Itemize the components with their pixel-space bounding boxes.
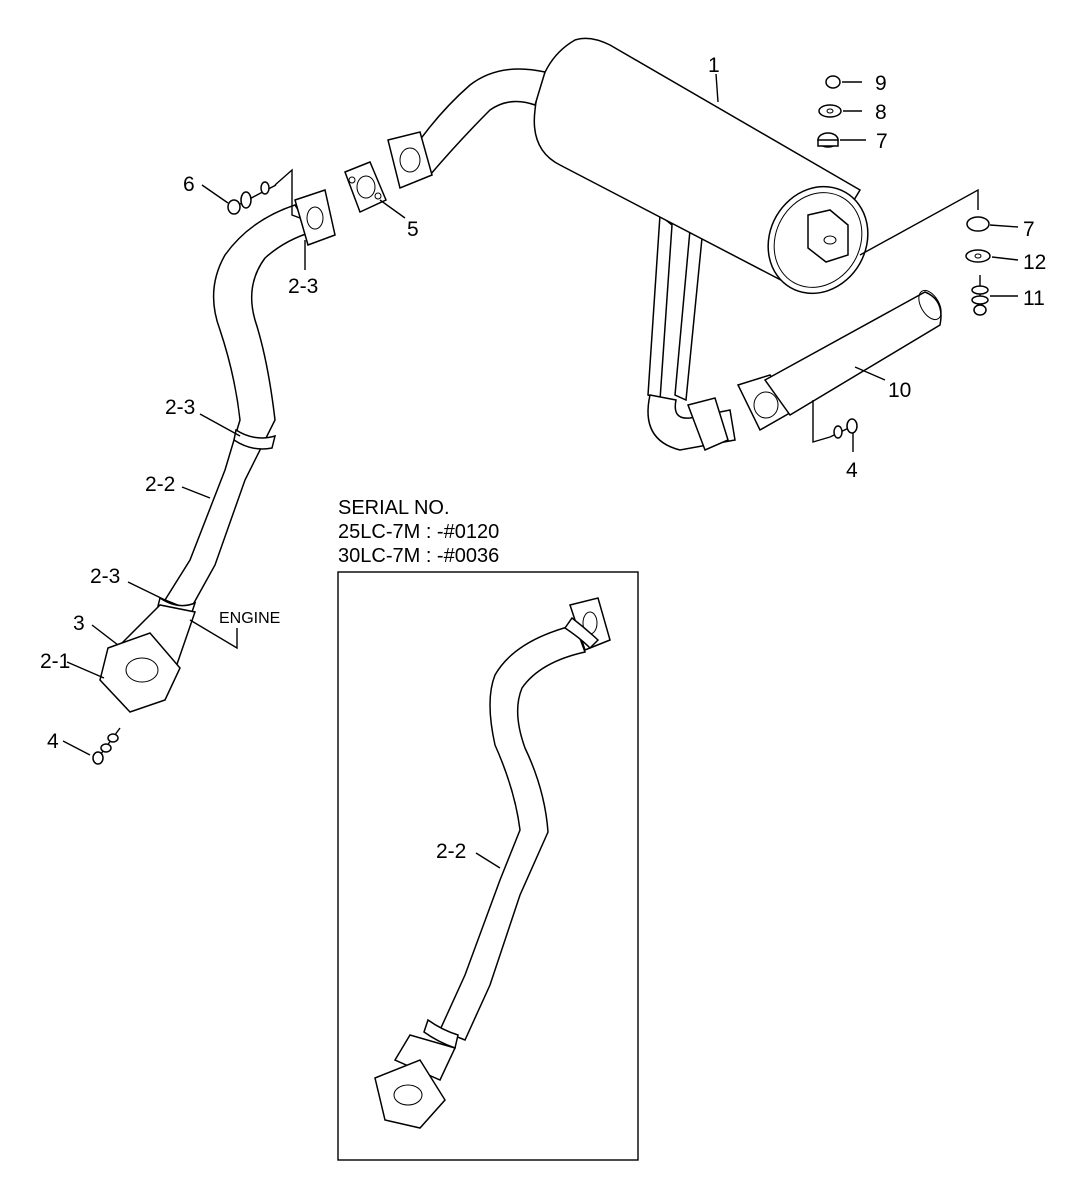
label-part-4-left: 4 (47, 730, 59, 753)
nut-9 (825, 75, 841, 89)
bolt-4-left (92, 727, 121, 765)
label-part-10: 10 (888, 379, 911, 402)
serial-inset-box (337, 571, 639, 1161)
washer-8 (818, 104, 842, 118)
cushion-7a (817, 132, 839, 148)
label-part-5: 5 (407, 218, 419, 241)
label-part-7-top: 7 (876, 130, 888, 153)
serial-heading: SERIAL NO. (338, 497, 450, 519)
tail-pipe (647, 289, 942, 452)
label-part-6: 6 (183, 173, 195, 196)
label-part-4-right: 4 (846, 459, 858, 482)
gasket-5 (344, 161, 387, 214)
label-part-9: 9 (875, 72, 887, 95)
label-part-2-3-top: 2-3 (288, 275, 318, 298)
label-part-2-1: 2-1 (40, 650, 70, 673)
label-part-8: 8 (875, 101, 887, 124)
serial-line-2: 30LC-7M : -#0036 (338, 545, 499, 567)
washer-12 (965, 249, 991, 263)
label-part-7-right: 7 (1023, 218, 1035, 241)
leader-lines (62, 73, 1019, 869)
label-engine: ENGINE (219, 610, 280, 627)
inlet-flange (387, 131, 433, 190)
bolt-6 (227, 181, 277, 215)
label-part-1: 1 (708, 54, 720, 77)
exhaust-pipe (99, 189, 336, 713)
label-part-2-2: 2-2 (145, 473, 175, 496)
muffler (398, 37, 869, 402)
label-part-2-3-bottom: 2-3 (90, 565, 120, 588)
label-part-12: 12 (1023, 251, 1046, 274)
label-part-3: 3 (73, 612, 85, 635)
serial-line-1: 25LC-7M : -#0120 (338, 521, 499, 543)
label-part-11: 11 (1023, 287, 1045, 310)
cushion-7b (966, 216, 990, 232)
bolt-4-right (829, 418, 858, 439)
bolt-11 (971, 275, 989, 316)
label-inset-part-2-2: 2-2 (436, 840, 466, 863)
label-part-2-3-middle: 2-3 (165, 396, 195, 419)
